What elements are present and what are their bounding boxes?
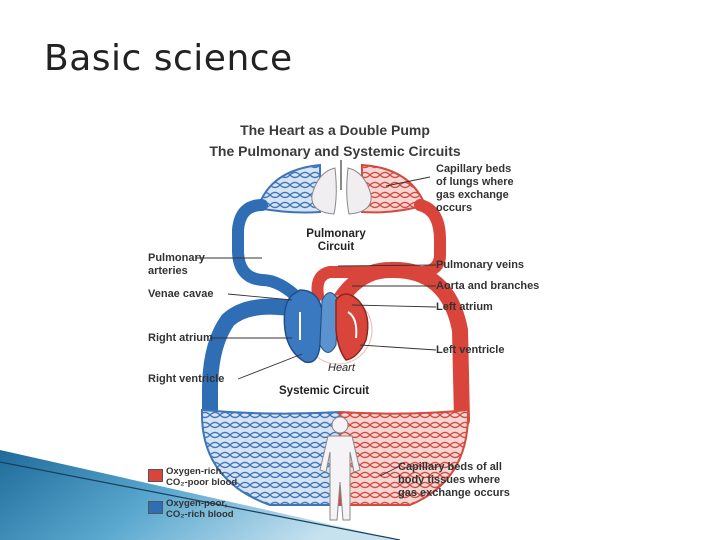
leader-lines-left — [196, 257, 303, 380]
vena-cava-vessel — [202, 298, 308, 428]
right-atrium-label: Right atrium — [148, 332, 213, 344]
legend-swatch-oxygen-poor — [148, 501, 163, 514]
pulmonary-artery-vessel — [232, 199, 306, 306]
human-body-icon — [319, 416, 361, 521]
pulmonary-vein-vessel — [311, 199, 446, 301]
pulmonary-veins-label: Pulmonary veins — [436, 259, 525, 271]
left-atrium-label: Left atrium — [436, 301, 493, 313]
body-capillary-beds — [200, 408, 470, 506]
capillary-beds-lungs-label: Capillary beds of lungs where gas exchan… — [436, 163, 514, 214]
decorative-corner-wedge — [0, 450, 400, 540]
venae-cavae-label: Venae cavae — [148, 288, 214, 300]
legend-swatch-oxygen-rich — [148, 469, 163, 482]
aorta-vessel — [332, 261, 470, 428]
leader-lines-right — [337, 176, 437, 477]
right-ventricle-label: Right ventricle — [148, 373, 225, 385]
legend-text-oxygen-rich: Oxygen-rich, CO₂-poor blood — [166, 466, 238, 488]
systemic-circuit-label: Systemic Circuit — [279, 385, 370, 397]
diagram-title-line2: The Pulmonary and Systemic Circuits — [209, 143, 461, 159]
heart-icon — [283, 289, 369, 364]
lung-capillary-beds — [256, 163, 427, 214]
lungs-icon — [311, 160, 372, 215]
aorta-label: Aorta and branches — [436, 280, 540, 292]
capillary-beds-body-label: Capillary beds of all body tissues where… — [398, 461, 510, 499]
pulmonary-arteries-label: Pulmonary arteries — [148, 252, 205, 277]
heart-label: Heart — [328, 362, 355, 374]
legend-text-oxygen-poor: Oxygen-poor, CO₂-rich blood — [166, 498, 234, 520]
slide-title: Basic science — [44, 38, 293, 79]
left-ventricle-label: Left ventricle — [436, 344, 505, 356]
diagram-title-line1: The Heart as a Double Pump — [240, 122, 430, 138]
pulmonary-circuit-label: Pulmonary Circuit — [306, 228, 366, 253]
